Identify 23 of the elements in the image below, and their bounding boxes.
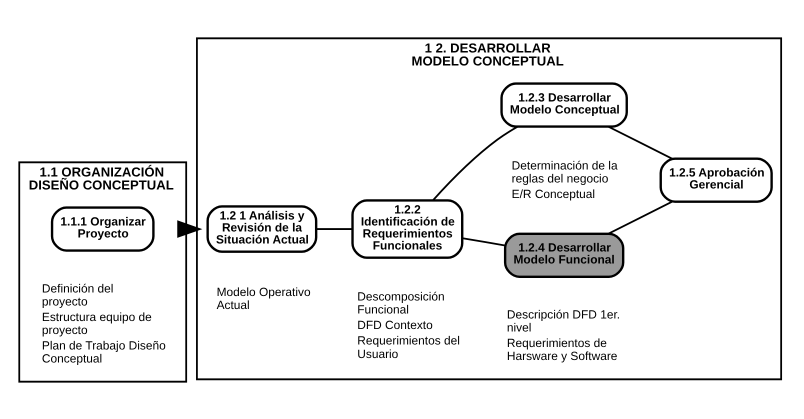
node-label: E/R Conceptual [512, 186, 596, 201]
connector [608, 125, 672, 159]
node-box: 1.2.4 Desarrollar Modelo Funcional [504, 232, 624, 278]
node-label: Requerimientos de Harsware y Software [506, 336, 618, 363]
node-box: 1.2.5 Aprobación Gerencial [660, 157, 773, 202]
connector [316, 228, 352, 230]
connector [608, 200, 672, 234]
node-box: 1.2.3 Desarrollar Modelo Conceptual [500, 82, 628, 128]
arrow [177, 220, 202, 238]
node-label: Plan de Trabajo Diseño Conceptual [42, 338, 166, 366]
node-box: 1.2.2 Identificación de Requerimientos Funcionales [351, 198, 464, 258]
node-label: Estructura equipo de proyecto [42, 309, 152, 336]
node-box: 1.1.1 Organizar Proyecto [50, 206, 155, 252]
node-box: 1.2 1 Análisis y Revisión de la Situación Actual [206, 204, 318, 252]
connector [432, 125, 518, 200]
node-label: Descripción DFD 1er. nivel [506, 307, 620, 334]
node-label: Descomposición Funcional [357, 289, 445, 316]
node-label: Modelo Operativo Actual [216, 284, 311, 312]
node-label: Determinación de la reglas del negocio [512, 158, 618, 186]
node-label: Definición del proyecto [42, 280, 114, 308]
node-label: DFD Contexto [357, 318, 433, 332]
connector [462, 236, 506, 246]
node-label: Requerimientos del Usuario [357, 333, 460, 360]
